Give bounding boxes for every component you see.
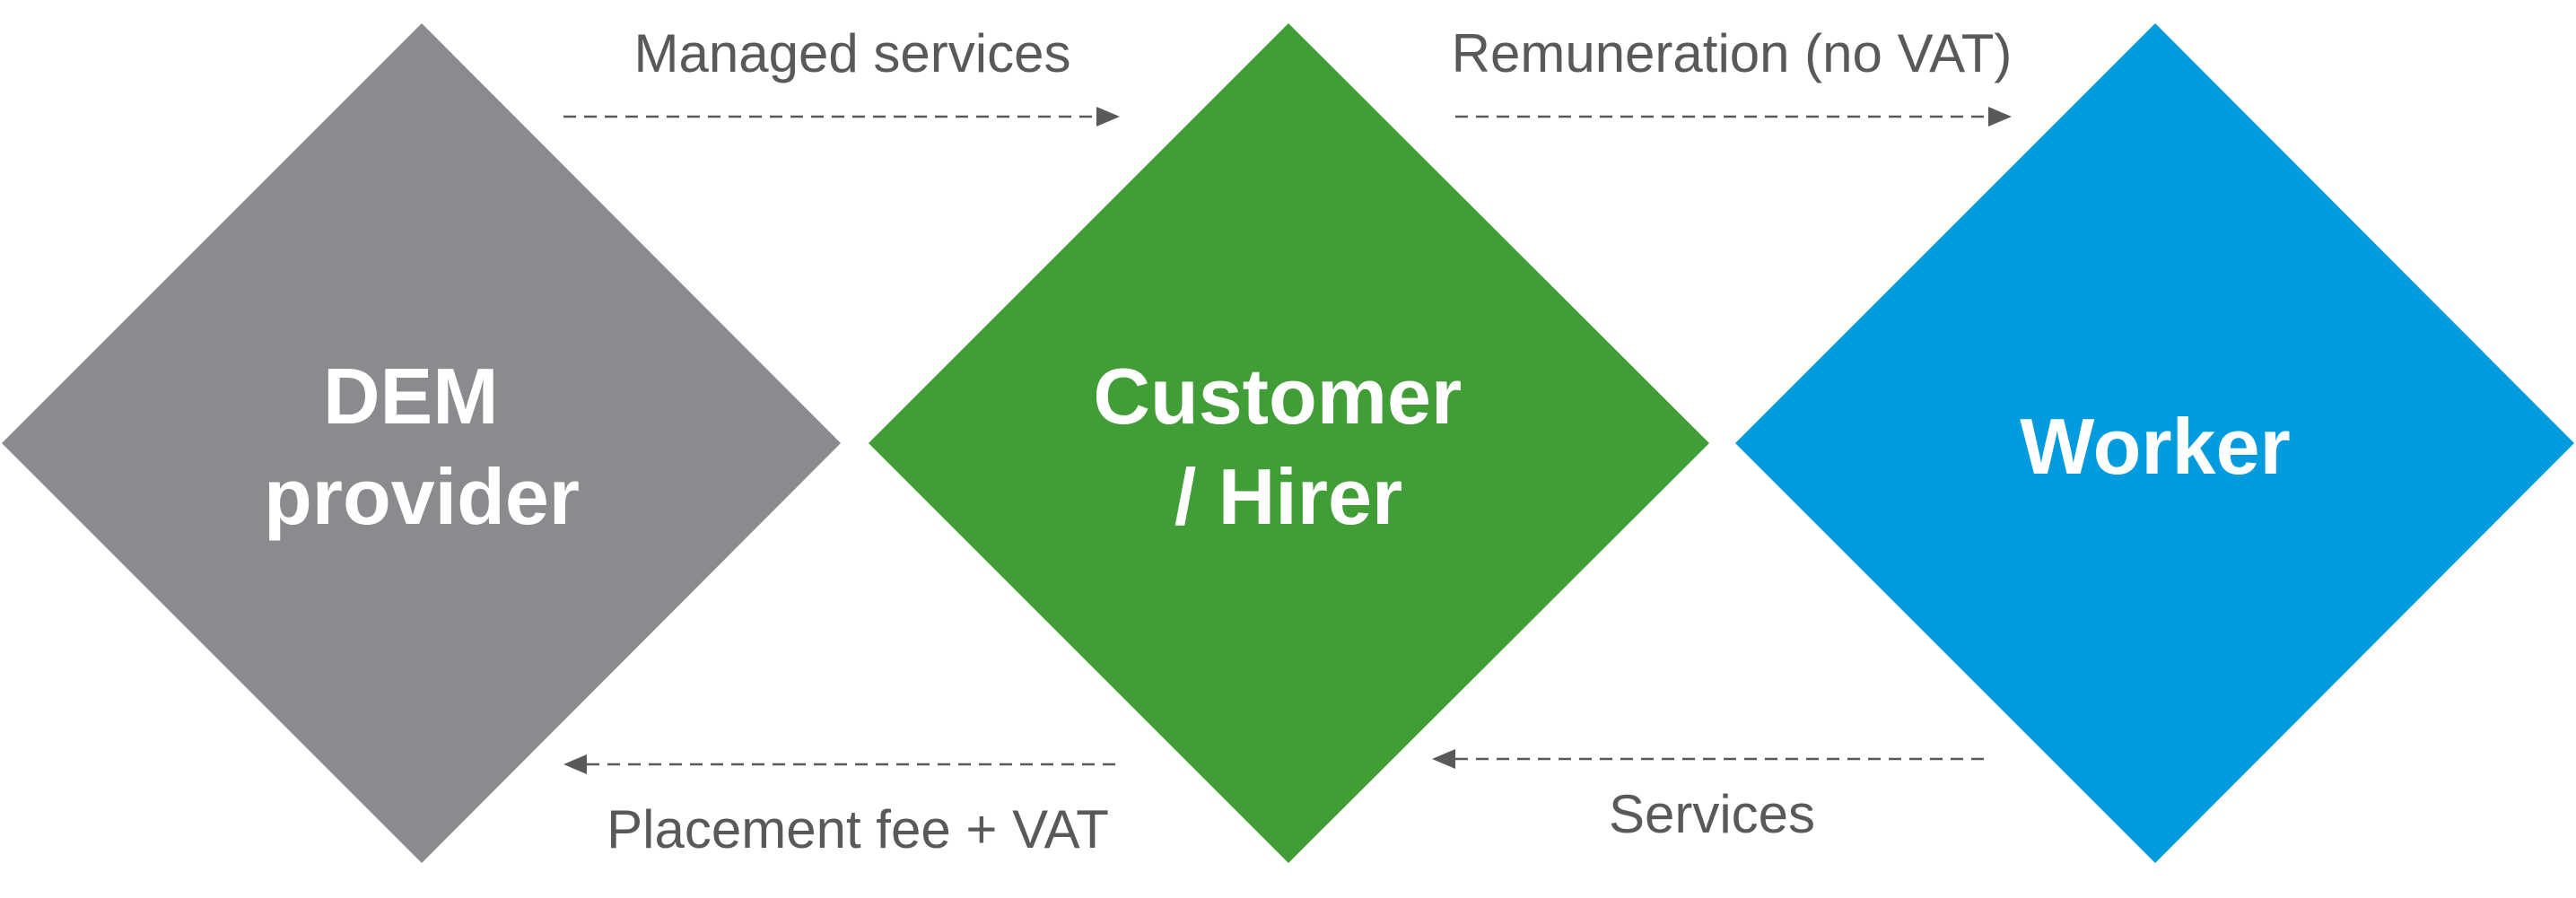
node-dem-provider-shape: [2, 23, 841, 863]
node-worker-shape: [1735, 23, 2574, 863]
edge-remuneration-arrowhead: [1988, 107, 2012, 126]
edge-remuneration-label: Remuneration (no VAT): [1452, 23, 2013, 83]
node-customer-hirer-label: Customer / Hirer: [1093, 352, 1483, 541]
node-customer-hirer: Customer / Hirer: [869, 23, 1709, 863]
edge-placement-fee-arrowhead: [563, 754, 587, 774]
edge-remuneration: Remuneration (no VAT): [1452, 23, 2013, 126]
node-dem-provider-line-2: provider: [264, 452, 580, 541]
node-worker-label: Worker: [2020, 402, 2291, 491]
node-customer-hirer-line-2: / Hirer: [1174, 452, 1402, 541]
node-customer-hirer-shape: [869, 23, 1709, 863]
node-dem-provider-line-1: DEM: [323, 352, 499, 440]
edge-services: Services: [1432, 749, 1988, 844]
node-dem-provider: DEM provider: [2, 23, 841, 863]
node-worker-line-1: Worker: [2020, 402, 2291, 491]
edge-managed-services: Managed services: [563, 23, 1120, 126]
node-dem-provider-label: DEM provider: [264, 352, 580, 541]
edge-placement-fee-label: Placement fee + VAT: [607, 799, 1109, 859]
node-customer-hirer-line-1: Customer: [1093, 352, 1462, 440]
edge-services-label: Services: [1609, 784, 1815, 844]
edge-services-arrowhead: [1432, 749, 1455, 769]
edge-placement-fee: Placement fee + VAT: [563, 754, 1120, 859]
edge-managed-services-label: Managed services: [634, 23, 1071, 83]
edge-managed-services-arrowhead: [1096, 107, 1120, 126]
node-worker: Worker: [1735, 23, 2574, 863]
